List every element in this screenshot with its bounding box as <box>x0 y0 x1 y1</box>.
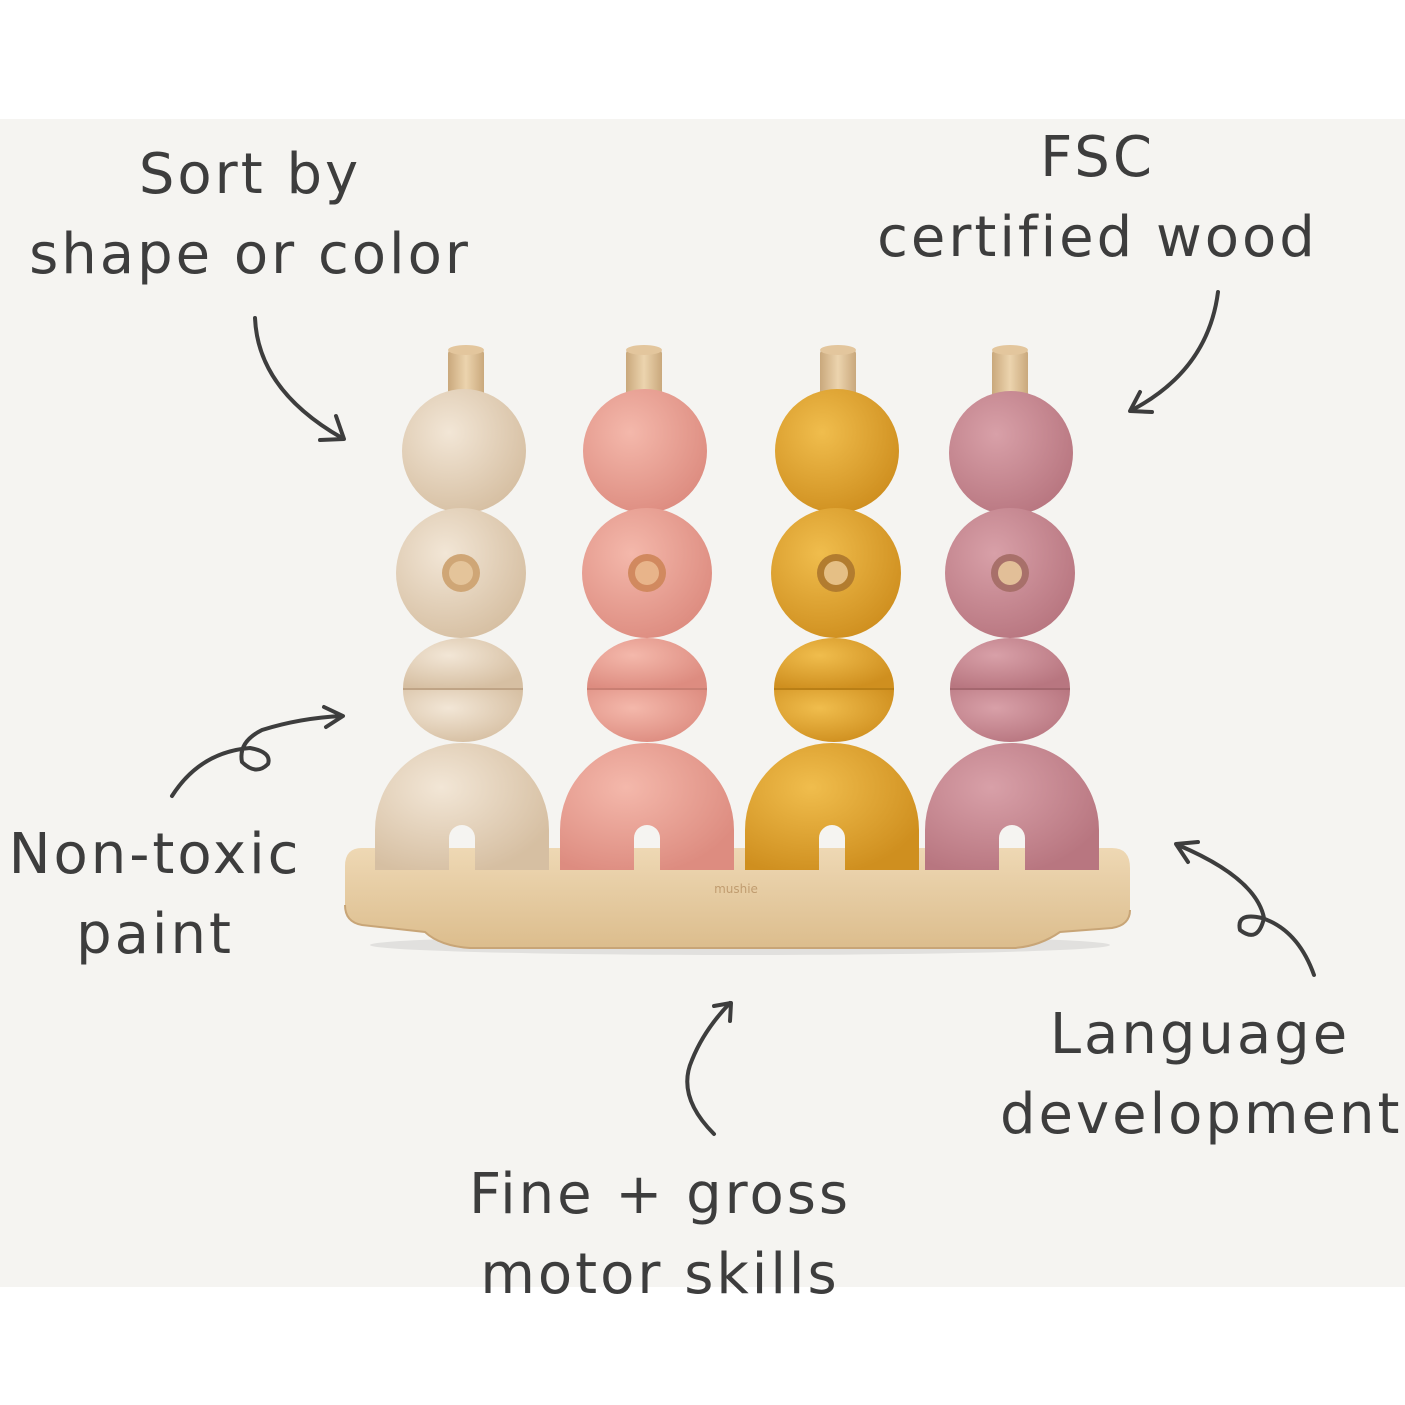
arrow-fsc-icon <box>1128 290 1220 414</box>
callout-paint: Non-toxic paint <box>0 815 310 975</box>
callout-language-line2: development <box>1000 1082 1403 1147</box>
callout-sort-line2: shape or color <box>29 222 471 287</box>
wooden-base: mushie <box>344 848 1131 955</box>
brand-mark: mushie <box>714 882 758 896</box>
callout-language: Language development <box>1000 995 1400 1155</box>
arrow-sort-icon <box>253 316 346 442</box>
arrow-paint-icon <box>170 705 345 798</box>
stack-column-pink <box>560 345 734 870</box>
callout-motor-line2: motor skills <box>480 1242 840 1307</box>
callout-language-line1: Language <box>1049 1002 1351 1067</box>
stack-column-mauve <box>925 345 1099 870</box>
callout-fsc-line1: FSC <box>1040 125 1155 190</box>
callout-sort: Sort by shape or color <box>20 135 480 295</box>
callout-paint-line2: paint <box>76 902 234 967</box>
callout-motor-line1: Fine + gross <box>468 1162 852 1227</box>
callout-sort-line1: Sort by <box>138 142 362 207</box>
stack-column-mustard <box>745 345 919 870</box>
callout-paint-line1: Non-toxic <box>8 822 302 887</box>
stack-column-beige <box>375 345 549 870</box>
callout-motor: Fine + gross motor skills <box>455 1155 865 1315</box>
arrow-language-icon <box>1174 840 1316 977</box>
callout-fsc: FSC certified wood <box>860 118 1335 278</box>
arrow-motor-icon <box>685 1001 733 1136</box>
callout-fsc-line2: certified wood <box>877 205 1318 270</box>
